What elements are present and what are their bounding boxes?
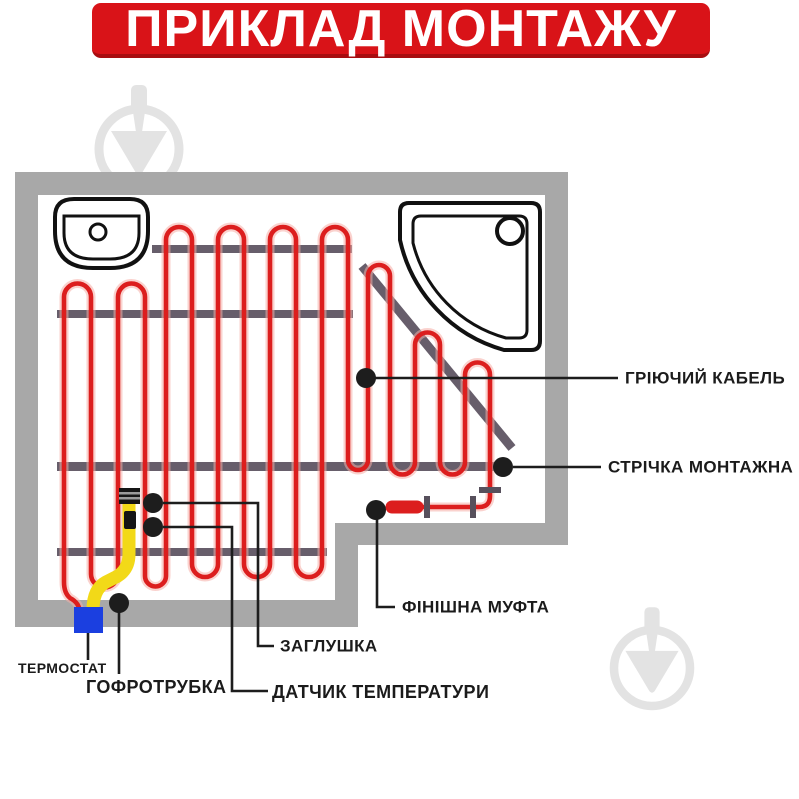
thermostat-part: [74, 607, 103, 633]
label-finish-coupling: ФІНІШНА МУФТА: [402, 597, 550, 617]
label-plug: ЗАГЛУШКА: [280, 636, 378, 656]
temperature-sensor-part: [124, 511, 136, 529]
callout-lines: [86, 376, 618, 693]
label-temperature-sensor: ДАТЧИК ТЕМПЕРАТУРИ: [272, 682, 490, 702]
conduit-tube: [86, 491, 136, 617]
cable-end-clips: [424, 487, 501, 518]
watermark-bottom-right: [614, 607, 690, 706]
label-heating-cable: ГРІЮЧИЙ КАБЕЛЬ: [625, 368, 786, 388]
page-title: ПРИКЛАД МОНТАЖУ: [125, 0, 677, 58]
plug-cap-part: [119, 488, 140, 504]
callout-dots: [109, 368, 513, 613]
corner-shower-icon: [398, 201, 542, 352]
label-thermostat: ТЕРМОСТАТ: [18, 660, 107, 676]
label-conduit: ГОФРОТРУБКА: [86, 677, 227, 697]
label-mounting-tape: СТРІЧКА МОНТАЖНА: [608, 457, 794, 477]
title-banner: ПРИКЛАД МОНТАЖУ: [92, 3, 710, 58]
sink-icon: [53, 197, 150, 270]
